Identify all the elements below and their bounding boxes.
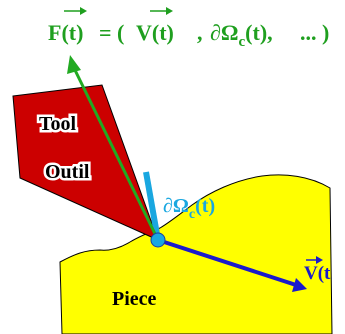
formula-eq: = ( [99, 20, 124, 45]
force-vector-arrowhead [67, 55, 81, 74]
contact-contour-line [143, 171, 161, 241]
formula-v-overarrow-head [166, 7, 173, 15]
velocity-label-overarrow-head [316, 256, 323, 264]
formula-f-overarrow-head [80, 7, 87, 15]
force-vector-line [71, 65, 160, 241]
formula-omega: ∂Ωc(t), [210, 20, 273, 50]
piece-label: Piece [112, 288, 157, 310]
velocity-vector-line [157, 238, 297, 287]
contact-point [150, 232, 166, 248]
contour-label: ∂Ωc(t) [163, 195, 215, 222]
formula-v: V(t) [136, 20, 174, 45]
velocity-vector-arrowhead [292, 278, 307, 292]
formula-ellipsis: ... ) [300, 20, 329, 45]
formula-comma: , [197, 20, 203, 45]
outil-label: Outil [45, 161, 90, 183]
velocity-label: V(t [304, 263, 331, 284]
formula-f: F(t) [48, 20, 83, 45]
formula: F(t) = ( V(t) , ∂Ωc(t), ... ) [48, 7, 329, 50]
tool-label: Tool [39, 113, 77, 135]
